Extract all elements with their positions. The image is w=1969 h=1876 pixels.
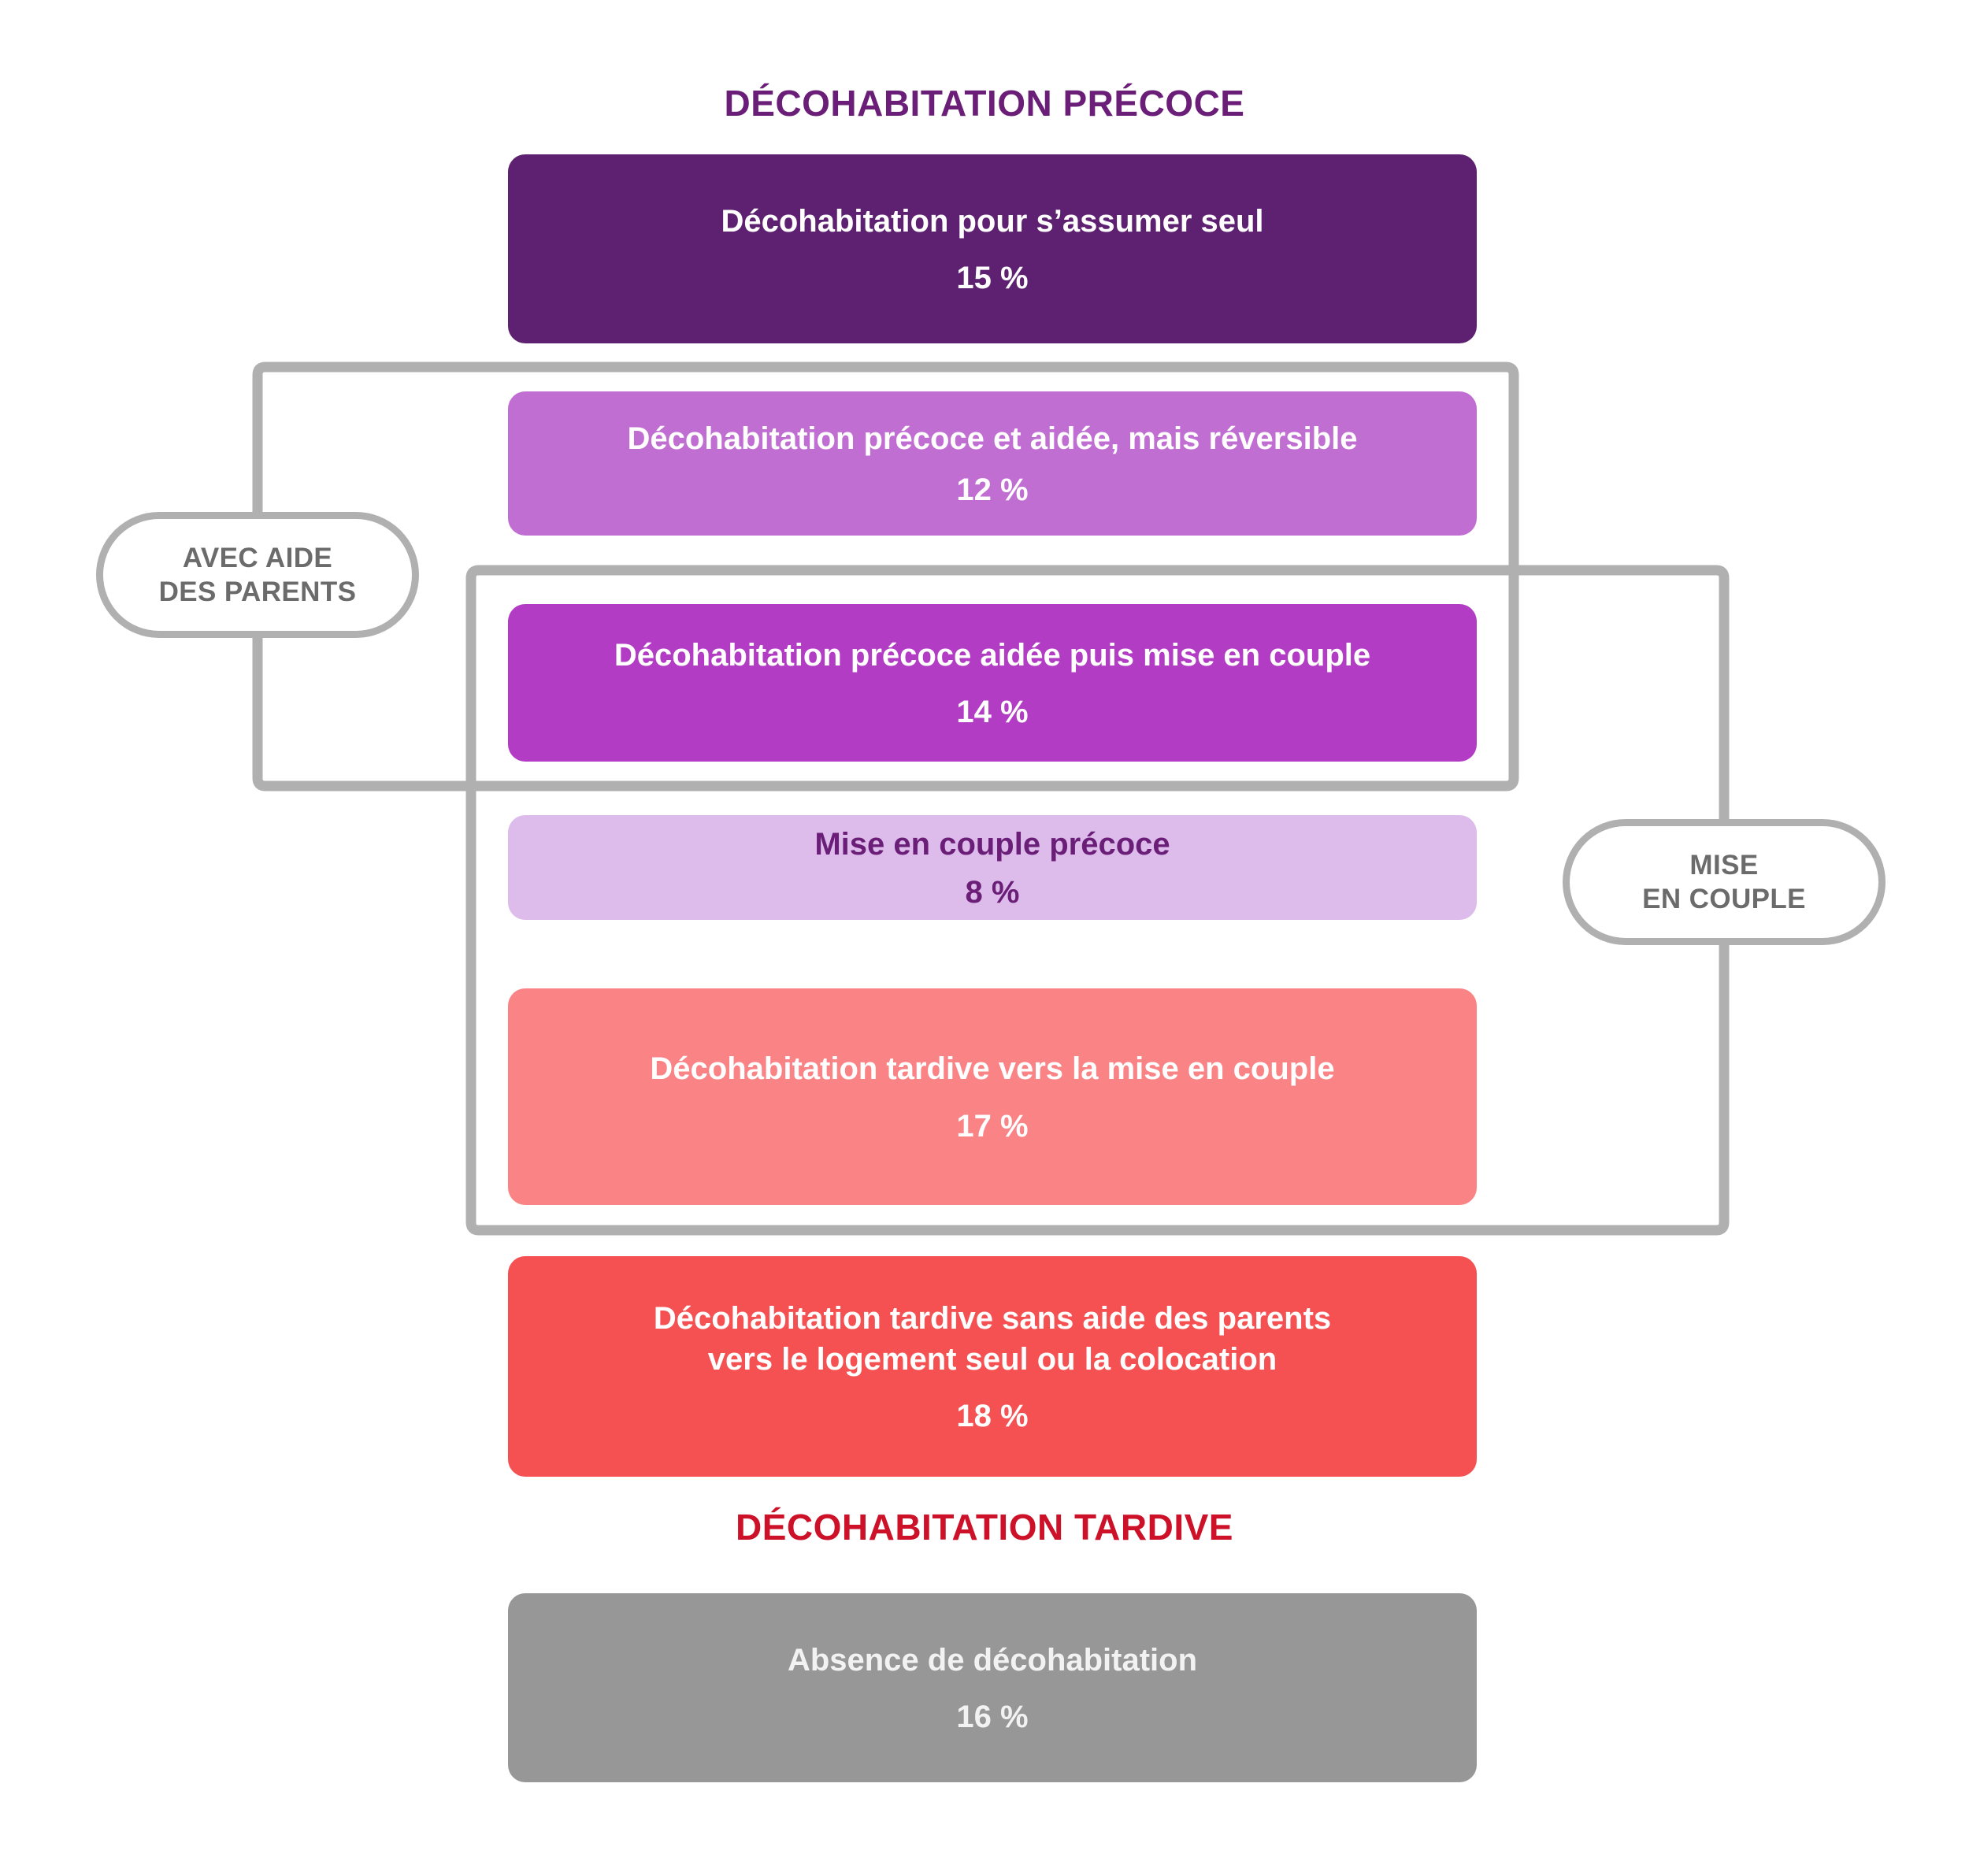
category-box-decohabitation-precoce-aidee-puis-mise-en-couple[interactable]: Décohabitation précoce aidée puis mise e… [508, 604, 1477, 762]
category-value: 16 % [956, 1700, 1029, 1735]
pill-mise-en-couple[interactable]: MISE EN COUPLE [1563, 819, 1886, 945]
category-box-decohabitation-pour-s-assumer-seul[interactable]: Décohabitation pour s’assumer seul 15 % [508, 154, 1477, 343]
category-label: Mise en couple précoce [814, 827, 1170, 862]
category-box-absence-de-decohabitation[interactable]: Absence de décohabitation 16 % [508, 1593, 1477, 1782]
category-label-line1: Décohabitation tardive sans aide des par… [653, 1301, 1332, 1337]
pill-mise-en-couple-line1: MISE [1689, 849, 1759, 881]
pill-mise-en-couple-line2: EN COUPLE [1642, 884, 1806, 914]
category-box-decohabitation-precoce-aidee-reversible[interactable]: Décohabitation précoce et aidée, mais ré… [508, 391, 1477, 536]
category-value: 17 % [956, 1108, 1029, 1144]
category-label: Décohabitation pour s’assumer seul [721, 203, 1264, 239]
category-value: 15 % [956, 261, 1029, 296]
category-label: Absence de décohabitation [787, 1642, 1198, 1678]
category-box-mise-en-couple-precoce[interactable]: Mise en couple précoce 8 % [508, 815, 1477, 920]
pill-avec-aide-des-parents[interactable]: AVEC AIDE DES PARENTS [96, 512, 419, 638]
category-label: Décohabitation tardive vers la mise en c… [650, 1051, 1335, 1087]
category-label-line2: vers le logement seul ou la colocation [707, 1341, 1277, 1377]
section-title-decohabitation-precoce: DÉCOHABITATION PRÉCOCE [724, 83, 1245, 124]
category-value: 12 % [956, 472, 1029, 507]
category-label: Décohabitation précoce et aidée, mais ré… [627, 421, 1358, 457]
pill-avec-aide-line1: AVEC AIDE [182, 542, 333, 573]
category-value: 14 % [956, 695, 1029, 730]
pill-avec-aide-line2: DES PARENTS [158, 577, 357, 607]
section-title-decohabitation-tardive: DÉCOHABITATION TARDIVE [736, 1507, 1233, 1548]
category-box-decohabitation-tardive-vers-la-mise-en-couple[interactable]: Décohabitation tardive vers la mise en c… [508, 988, 1477, 1205]
category-value: 18 % [956, 1398, 1029, 1433]
category-box-decohabitation-tardive-sans-aide-des-parents[interactable]: Décohabitation tardive sans aide des par… [508, 1256, 1477, 1477]
category-value: 8 % [965, 874, 1020, 910]
category-label: Décohabitation précoce aidée puis mise e… [614, 637, 1371, 673]
